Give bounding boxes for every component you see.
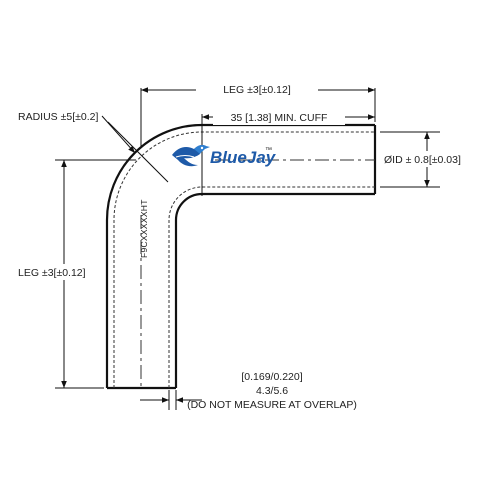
measurement-note: (DO NOT MEASURE AT OVERLAP): [187, 399, 357, 411]
radius-label: RADIUS ±5[±0.2]: [18, 111, 98, 123]
part-number-text: F9CXXXXXHT: [139, 199, 149, 258]
wall-thickness-mm-label: 4.3/5.6: [256, 385, 288, 397]
trademark-symbol: ™: [265, 147, 272, 154]
bend-radius-line: [107, 121, 169, 183]
wall-thickness-inch-label: [0.169/0.220]: [241, 371, 302, 383]
leg-top-label: LEG ±3[±0.12]: [223, 84, 291, 96]
outer-ply-dashed-line: [113, 131, 375, 388]
radius-leader-line: [101, 115, 136, 154]
brand-logo-text: BlueJay: [210, 148, 277, 167]
hose-inner-wall: [174, 192, 375, 388]
leg-left-label: LEG ±3[±0.12]: [18, 267, 86, 279]
bluejay-bird-logo: [172, 145, 210, 167]
cuff-label: 35 [1.38] MIN. CUFF: [231, 112, 328, 124]
inner-ply-dashed-line: [168, 186, 375, 388]
inner-diameter-label: ØID ± 0.8[±0.03]: [384, 154, 461, 166]
